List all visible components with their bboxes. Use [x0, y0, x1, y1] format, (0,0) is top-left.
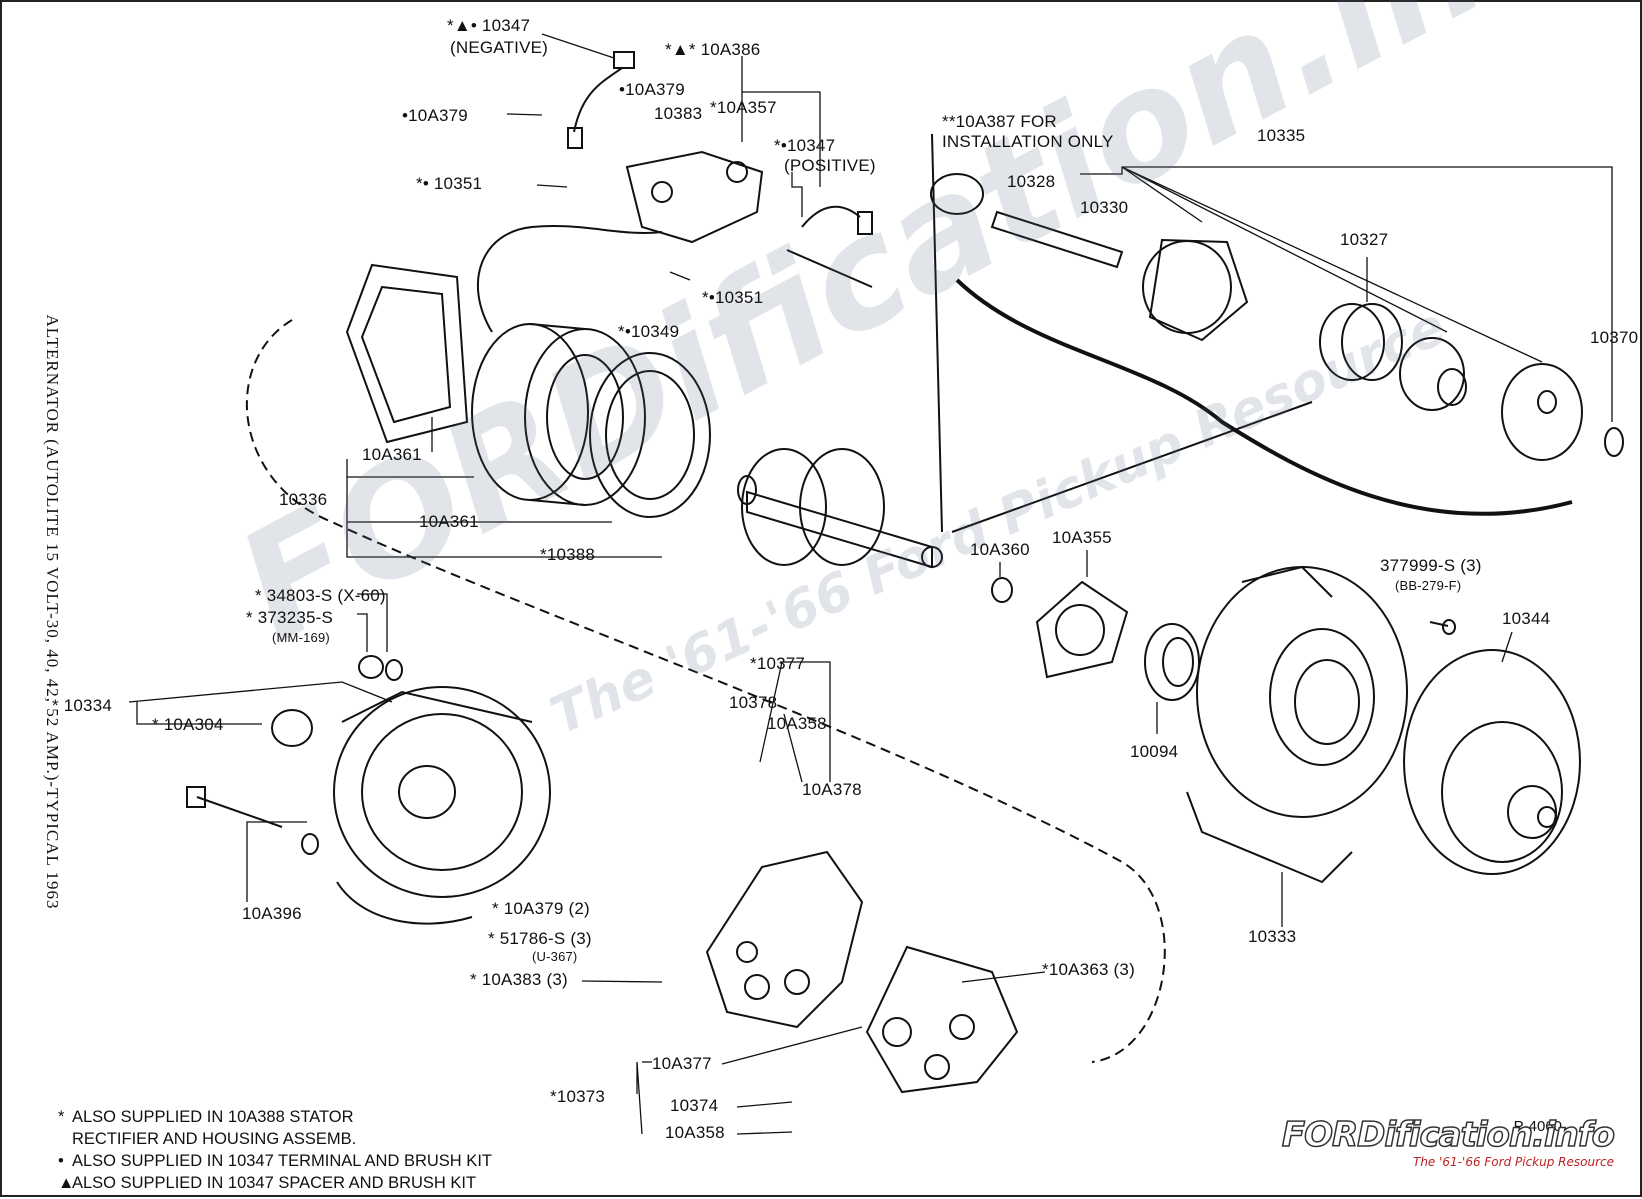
- callout-10a386: *▲* 10A386: [665, 40, 761, 59]
- callout-10a387-sub: INSTALLATION ONLY: [942, 132, 1114, 151]
- callout-10334: * 10334: [52, 696, 113, 715]
- footnote-line: *ALSO SUPPLIED IN 10A388 STATOR: [58, 1108, 354, 1126]
- callout-10a358-upper: 10A358: [767, 714, 827, 733]
- pulley-fan: [1403, 649, 1581, 875]
- callout-10378-upper: 10378: [729, 693, 778, 712]
- callout-10335: 10335: [1257, 126, 1306, 145]
- callout-10a361-lower: 10A361: [419, 512, 479, 531]
- callout-10351-left: *• 10351: [416, 174, 483, 193]
- callout-34803: * 34803-S (X-60): [255, 586, 386, 605]
- callout-10094: 10094: [1130, 742, 1179, 761]
- callout-10327: 10327: [1340, 230, 1389, 249]
- sleeve: [930, 173, 984, 215]
- footnote-line: RECTIFIER AND HOUSING ASSEMB.: [72, 1130, 357, 1148]
- diagram-title: ALTERNATOR (AUTOLITE 15 VOLT-30, 40, 42,…: [43, 314, 62, 910]
- drive-end-housing: [1186, 565, 1408, 884]
- callout-10377: *10377: [750, 654, 806, 673]
- brand-logo: FORDification.info The '61-'66 Ford Pick…: [1281, 1114, 1616, 1169]
- callout-10a360: 10A360: [970, 540, 1030, 559]
- callout-10a379-top: •10A379: [619, 80, 685, 99]
- screw-377999: [1429, 621, 1449, 627]
- brush-holder: [625, 150, 764, 244]
- slip-ring: [1319, 303, 1403, 381]
- callout-10a363: *10A363 (3): [1042, 960, 1135, 979]
- rectifier-plate-positive: [705, 850, 864, 1029]
- callout-10374: 10374: [670, 1096, 719, 1115]
- callout-10347-negative-sub: (NEGATIVE): [450, 38, 549, 57]
- rotor-arrow: [951, 401, 1313, 533]
- callout-10344: 10344: [1502, 609, 1551, 628]
- callout-10a379-lower: * 10A379 (2): [492, 899, 590, 918]
- install-pin: [786, 249, 873, 288]
- callout-10a387: **10A387 FOR: [942, 112, 1057, 131]
- bearing: [1144, 623, 1200, 701]
- callout-373235: * 373235-S: [246, 608, 334, 627]
- rectifier-plate-negative: [865, 945, 1019, 1094]
- footnotes: *ALSO SUPPLIED IN 10A388 STATOR RECTIFIE…: [58, 1106, 492, 1194]
- callout-10330: 10330: [1080, 198, 1129, 217]
- callout-10349: *•10349: [618, 322, 680, 341]
- retaining-ring: [1604, 427, 1624, 457]
- callout-10a396: 10A396: [242, 904, 302, 923]
- washer-lock: [385, 659, 403, 681]
- callout-373235-sub: (MM-169): [272, 630, 330, 645]
- footnote-line: ▲ALSO SUPPLIED IN 10347 SPACER AND BRUSH…: [58, 1174, 477, 1192]
- callout-377999: 377999-S (3): [1380, 556, 1482, 575]
- rotor: [737, 448, 943, 569]
- callout-10351-right: *•10351: [702, 288, 764, 307]
- washer: [991, 577, 1013, 603]
- callout-377999-sub: (BB-279-F): [1395, 578, 1462, 593]
- lock-washer: [301, 833, 319, 855]
- callout-10370: 10370: [1590, 328, 1639, 347]
- callout-51786-sub: (U-367): [532, 949, 578, 964]
- brush-positive: [857, 211, 873, 235]
- callout-10a378: 10A378: [802, 780, 862, 799]
- callout-10383: 10383: [654, 104, 703, 123]
- callout-10a379-left: •10A379: [402, 106, 468, 125]
- shaft: [990, 210, 1124, 269]
- slip-ring-housing: [333, 686, 551, 925]
- callout-10347-positive-sub: (POSITIVE): [784, 156, 876, 175]
- field-coil: [1399, 337, 1467, 411]
- callout-10a377: 10A377: [652, 1054, 712, 1073]
- terminal-negative: [613, 51, 635, 69]
- callout-10388: *10388: [540, 545, 596, 564]
- nut: [358, 655, 384, 679]
- callout-10328: 10328: [1007, 172, 1056, 191]
- callout-10a304: * 10A304: [152, 715, 224, 734]
- brand-tagline: The '61-'66 Ford Pickup Resource: [1412, 1155, 1614, 1169]
- callout-10a358-lower: 10A358: [665, 1123, 725, 1142]
- callout-10347-negative: *▲• 10347: [447, 16, 531, 35]
- brush-negative: [567, 127, 583, 149]
- bearing-retainer: [1035, 580, 1129, 679]
- pole-piece-rear: [1501, 363, 1583, 461]
- callout-51786: * 51786-S (3): [488, 929, 592, 948]
- plate-number: P-4060: [1513, 1118, 1562, 1135]
- callout-10333: 10333: [1248, 927, 1297, 946]
- rotor-leader: [931, 133, 943, 533]
- brand-name: FORDification.info: [1281, 1114, 1616, 1156]
- callout-10a355: 10A355: [1052, 528, 1112, 547]
- gasket-ring-right: [589, 352, 711, 518]
- callout-10347-positive: *•10347: [774, 136, 836, 155]
- footnote-line: •ALSO SUPPLIED IN 10347 TERMINAL AND BRU…: [58, 1152, 492, 1170]
- callout-10a361-upper: 10A361: [362, 445, 422, 464]
- gasket-ring-left: [345, 263, 469, 444]
- assembly-path-dashed: [245, 319, 1166, 1063]
- callout-10373: *10373: [550, 1087, 606, 1106]
- callout-10a357: *10A357: [710, 98, 777, 117]
- pole-piece-front: [1142, 238, 1249, 342]
- bearing-10a304: [271, 709, 313, 747]
- callout-10336: 10336: [279, 490, 328, 509]
- stator: [471, 224, 663, 506]
- callout-10a383: * 10A383 (3): [470, 970, 568, 989]
- rotor-section-sweep: [955, 278, 1573, 516]
